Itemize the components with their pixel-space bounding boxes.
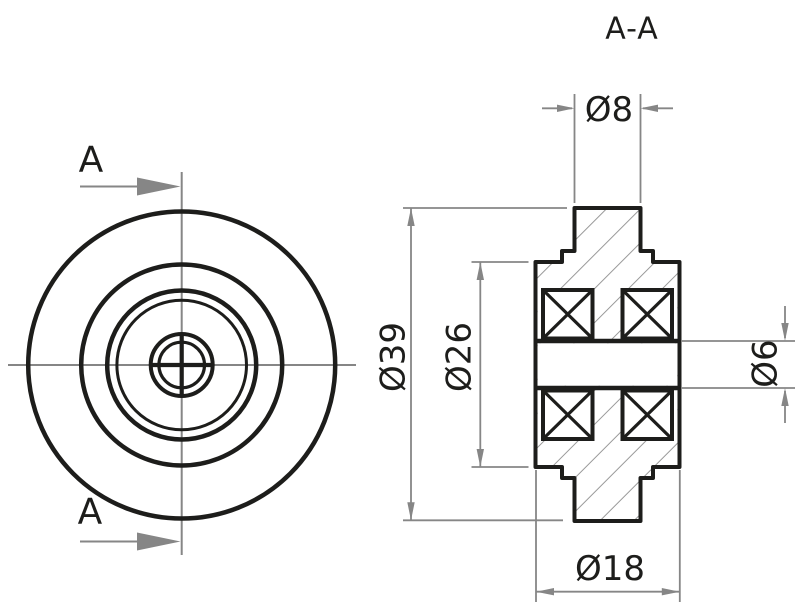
dimension-value-hub-width: Ø18 xyxy=(575,549,645,589)
dimension-step-diameter: Ø26 xyxy=(440,261,529,468)
dimension-arrowhead-icon xyxy=(476,449,484,467)
bearing-symbol-upper-left xyxy=(541,288,595,341)
dimension-arrowhead-icon xyxy=(557,104,575,112)
section-view: A-A xyxy=(374,12,795,602)
dimension-outer-diameter: Ø39 xyxy=(374,207,567,522)
circle-bearing-ring xyxy=(115,298,248,432)
dimension-hub-width: Ø18 xyxy=(535,470,681,602)
cut-arrowhead-bottom-icon xyxy=(137,532,181,551)
circle-bearing-seat xyxy=(104,288,259,442)
dimension-value-step-diameter: Ø26 xyxy=(440,322,480,392)
bore-channel xyxy=(537,343,678,386)
bearing-symbol-lower-left xyxy=(541,388,595,441)
dimension-bore-diameter: Ø6 xyxy=(681,306,795,423)
circle-step-d26 xyxy=(78,262,285,468)
cut-label-top: A xyxy=(79,140,104,181)
dimension-arrowhead-icon xyxy=(407,208,415,226)
bearing-cross-line xyxy=(621,288,674,340)
dimension-arrowhead-icon xyxy=(661,588,680,596)
dimension-rim-width: Ø8 xyxy=(542,90,673,203)
dimension-arrowhead-icon xyxy=(781,388,789,406)
dimension-arrowhead-icon xyxy=(781,323,789,341)
bearing-symbol-lower-right xyxy=(620,388,674,441)
bearing-box xyxy=(620,388,674,441)
dimension-arrowhead-icon xyxy=(536,588,554,596)
cutting-plane-bottom: A xyxy=(78,492,181,551)
cutting-plane-top: A xyxy=(79,140,181,196)
dimension-value-bore-diameter: Ø6 xyxy=(746,339,786,387)
front-view: A A xyxy=(8,140,356,555)
bearing-box xyxy=(541,288,595,341)
bearing-box xyxy=(541,388,595,441)
dimension-arrowhead-icon xyxy=(407,502,415,521)
bearing-symbol-upper-right xyxy=(620,288,674,341)
dimension-value-outer-diameter: Ø39 xyxy=(374,322,414,392)
bearing-box xyxy=(620,288,674,341)
dimension-arrowhead-icon xyxy=(476,262,484,280)
cut-arrowhead-top-icon xyxy=(137,177,181,196)
bearing-cross-line xyxy=(541,389,594,441)
dimension-value-rim-width: Ø8 xyxy=(585,90,633,130)
cut-label-bottom: A xyxy=(78,492,103,533)
dimension-arrowhead-icon xyxy=(640,104,658,112)
circle-outer-d39 xyxy=(25,209,338,521)
bearing-cross-line xyxy=(541,288,594,340)
bearing-cross-line xyxy=(621,389,674,441)
section-title: A-A xyxy=(605,12,659,47)
